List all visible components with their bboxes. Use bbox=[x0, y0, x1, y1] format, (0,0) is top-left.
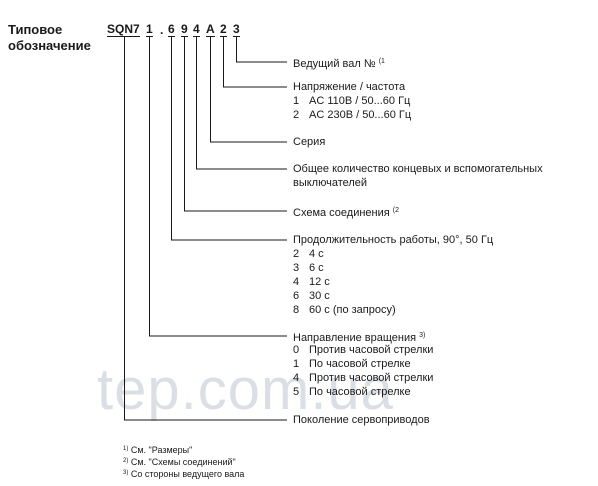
footnote-2: 2) См. "Схемы соединений" bbox=[123, 457, 236, 467]
code-char-a: A bbox=[206, 22, 215, 37]
connector-rotation bbox=[149, 36, 287, 337]
section-switches-label-2: выключателей bbox=[293, 177, 368, 189]
connector-series bbox=[210, 36, 287, 143]
watermark: tep.com.ua bbox=[97, 357, 394, 422]
section-shaft-label: Ведущий вал № (1 bbox=[293, 58, 385, 70]
code-char-6: 6 bbox=[168, 22, 175, 37]
connector-switches bbox=[196, 36, 287, 170]
code-char-1: 1 bbox=[146, 22, 153, 37]
section-voltage-label: Напряжение / частота bbox=[293, 81, 406, 93]
code-char-dot: . bbox=[160, 23, 164, 37]
connector-wiring bbox=[184, 36, 287, 212]
section-series-label: Серия bbox=[293, 136, 326, 148]
section-switches-label: Общее количество концевых и вспомогатель… bbox=[293, 163, 543, 175]
footnote-1: 1) См. "Размеры" bbox=[123, 445, 193, 455]
connector-generation bbox=[124, 36, 287, 421]
footnote-ref-3: 3) bbox=[419, 332, 426, 339]
connector-voltage bbox=[223, 36, 287, 88]
code-char-3: 3 bbox=[233, 22, 240, 37]
section-rotation-label: Направление вращения 3) bbox=[293, 332, 426, 344]
connector-runtime bbox=[171, 36, 287, 241]
code-char-2: 2 bbox=[220, 22, 227, 37]
code-char-9: 9 bbox=[181, 22, 188, 37]
section-wiring-label: Схема соединения (2 bbox=[293, 207, 400, 219]
footnote-ref-2: (2 bbox=[392, 207, 400, 214]
code-prefix: SQN7 bbox=[107, 22, 140, 37]
footnote-3: 3) Со стороны ведущего вала bbox=[123, 469, 245, 479]
title-text: Типовое обозначение bbox=[8, 22, 91, 53]
page-title: Типовое обозначение bbox=[8, 22, 91, 54]
connector-shaft bbox=[236, 36, 287, 63]
footnote-ref-1: (1 bbox=[378, 58, 385, 65]
code-char-4: 4 bbox=[193, 22, 200, 37]
section-generation-label: Поколение сервоприводов bbox=[293, 414, 430, 426]
section-runtime-label: Продолжительность работы, 90°, 50 Гц bbox=[293, 234, 494, 246]
